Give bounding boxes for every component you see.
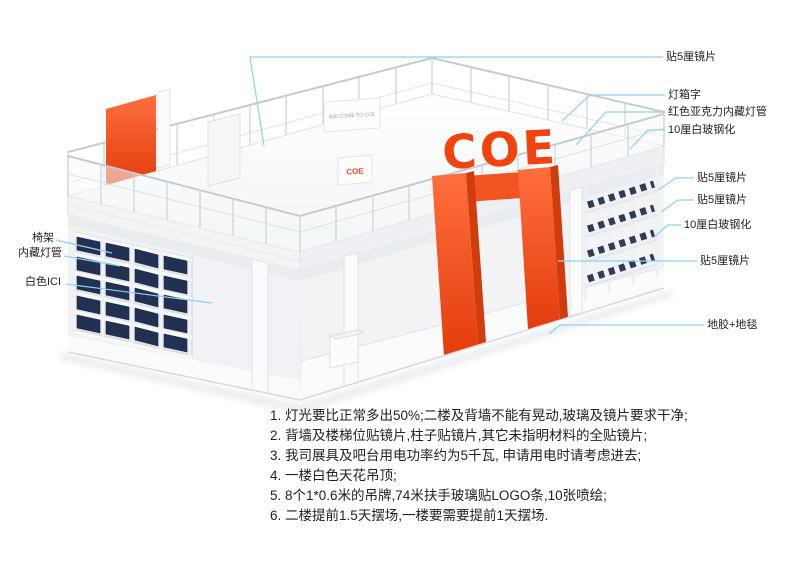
leader-lines — [55, 56, 704, 335]
leader-line-lightbox-letters — [561, 94, 665, 122]
note-line: 2. 背墙及楼梯位贴镜片,柱子贴镜片,其它未指明材料的全贴镜片; — [270, 428, 648, 443]
leader-line-mirror-right-2 — [660, 199, 694, 213]
shelf-products — [586, 180, 656, 283]
red-acrylic-panel — [106, 95, 156, 185]
callout-tempered-glass-right: 10厘白玻钢化 — [684, 219, 752, 231]
white-panel-back — [207, 113, 241, 187]
callout-red-acrylic-lamp: 红色亚克力内藏灯管 — [668, 106, 767, 118]
gate-left-pillar — [432, 173, 478, 356]
leader-line-white-ici — [65, 283, 213, 304]
callout-mirror-front: 贴5厘镜片 — [700, 255, 751, 267]
bar-counter — [328, 329, 366, 369]
note-line: 4. 一楼白色天花吊顶; — [270, 468, 397, 483]
ground-shadow — [60, 290, 672, 414]
leader-line-red-acrylic — [575, 111, 665, 146]
leader-line-hidden-lamp — [63, 255, 121, 267]
gate-lintel — [466, 172, 522, 202]
interior-column-center — [343, 252, 359, 387]
callout-mirror-top: 贴5厘镜片 — [666, 51, 717, 63]
callout-floor-covering: 地胶+地毯 — [707, 319, 758, 331]
welcome-sign-text: WELCOME TO COE — [329, 112, 376, 120]
mini-logo-text: COE — [346, 167, 364, 177]
callout-lightbox-letters: 灯箱字 — [668, 89, 701, 101]
leader-line-mirror-right-1 — [657, 177, 694, 191]
note-line: 1. 灯光要比正常多出50%;二楼及背墙不能有晃动,玻璃及镜片要求干净; — [270, 408, 688, 423]
navy-storage-boxes — [76, 236, 188, 353]
coe-logo-text: COE — [441, 120, 559, 181]
note-line: 3. 我司展具及吧台用电功率约为5千瓦, 申请用电时请考虑进去; — [270, 448, 642, 463]
callout-mirror-right-1: 贴5厘镜片 — [697, 172, 748, 184]
mini-logo-sign: COE — [337, 154, 373, 186]
floor-edge — [67, 287, 665, 401]
leader-line-tempered-glass-right — [652, 224, 681, 239]
orange-gate: COE — [432, 120, 568, 356]
leader-line-chair-rack — [55, 239, 113, 254]
right-shelving-unit — [583, 167, 659, 300]
note-line: 5. 8个1*0.6米的吊牌,74米扶手玻璃贴LOGO条,10张喷绘; — [270, 488, 607, 503]
white-column-back — [157, 88, 171, 169]
welcome-sign: WELCOME TO COE — [323, 97, 381, 133]
callout-hidden-lamp: 内藏灯管 — [18, 247, 62, 259]
leader-line-tempered-glass-top — [629, 129, 665, 150]
callout-white-ici: 白色ICI — [25, 276, 62, 288]
callout-mirror-right-2: 贴5厘镜片 — [697, 194, 748, 206]
callout-tempered-glass-top: 10厘白玻钢化 — [668, 124, 736, 136]
back-wall-structures — [106, 88, 241, 187]
interior-column-left — [251, 258, 269, 394]
interior-column-right — [569, 186, 583, 317]
leader-line-floor-covering — [548, 324, 704, 335]
leader-line-mirror-top — [249, 56, 663, 147]
note-line: 6. 二楼提前1.5天摆场,一楼要需要提前1天摆场. — [270, 508, 549, 523]
callout-chair-rack: 椅架 — [32, 232, 54, 244]
second-floor-back-railing — [67, 56, 665, 196]
spec-notes: 1. 灯光要比正常多出50%;二楼及背墙不能有晃动,玻璃及镜片要求干净; 2. … — [270, 406, 770, 526]
gate-right-pillar — [518, 167, 560, 330]
